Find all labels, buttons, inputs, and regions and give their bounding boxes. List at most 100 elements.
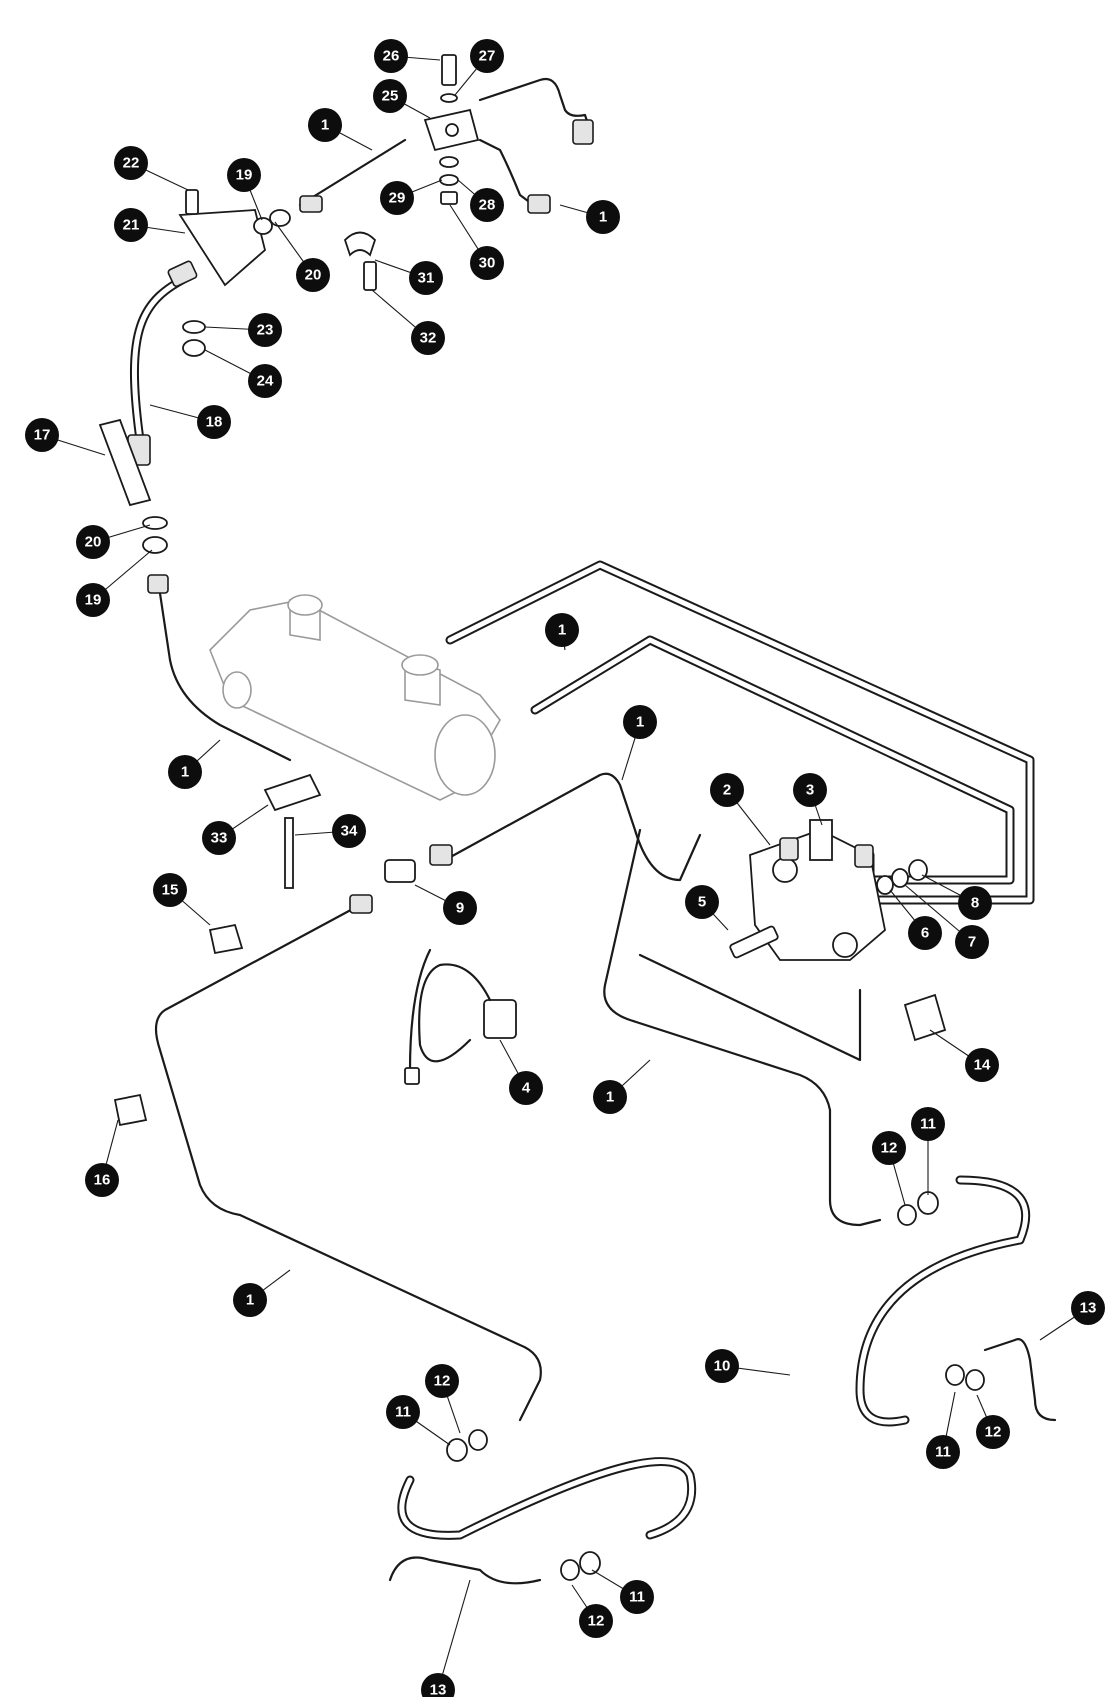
callout-circle — [872, 1131, 906, 1165]
callout-13: 13 — [1071, 1291, 1105, 1325]
callout-number: 24 — [257, 373, 274, 390]
callout-29: 29 — [380, 181, 414, 215]
callout-number: 2 — [723, 782, 731, 799]
callout-circle — [411, 321, 445, 355]
callout-number: 19 — [236, 167, 253, 184]
callout-6: 6 — [908, 916, 942, 950]
callout-1: 1 — [168, 755, 202, 789]
callout-5: 5 — [685, 885, 719, 919]
pin-34 — [284, 817, 294, 889]
callout-1: 1 — [623, 705, 657, 739]
callout-number: 12 — [434, 1373, 451, 1390]
callout-number: 20 — [85, 534, 102, 551]
callout-circle — [374, 39, 408, 73]
pipe-center-upper — [443, 772, 702, 882]
callout-12: 12 — [579, 1604, 613, 1638]
valve-2 — [749, 819, 886, 961]
callout-number: 8 — [971, 895, 979, 912]
callout-33: 33 — [202, 821, 236, 855]
callout-number: 11 — [395, 1404, 411, 1421]
fitting-top-right — [572, 119, 594, 145]
callout-number: 15 — [162, 882, 179, 899]
pipe-long-second — [530, 635, 1015, 885]
connector-9 — [384, 859, 416, 883]
callout-circle — [114, 146, 148, 180]
callout-circle — [76, 583, 110, 617]
callout-number: 7 — [968, 934, 976, 951]
pipe-top-left — [298, 138, 407, 207]
callout-number: 5 — [698, 894, 706, 911]
pipe-top-right-lower — [478, 138, 542, 212]
pipe-13-right — [983, 1338, 1057, 1422]
callout-number: 11 — [935, 1444, 951, 1461]
callout-circle — [202, 821, 236, 855]
callout-8: 8 — [958, 886, 992, 920]
clip-33 — [263, 773, 322, 812]
callout-circle — [926, 1435, 960, 1469]
callout-number: 1 — [321, 117, 329, 134]
callout-number: 32 — [420, 330, 437, 347]
callout-circle — [509, 1071, 543, 1105]
callout-circle — [620, 1580, 654, 1614]
callout-30: 30 — [470, 246, 504, 280]
callout-circle — [380, 181, 414, 215]
callout-22: 22 — [114, 146, 148, 180]
callout-1: 1 — [586, 200, 620, 234]
callout-number: 23 — [257, 322, 274, 339]
callout-circle — [710, 773, 744, 807]
bolt-5 — [729, 925, 779, 959]
pipe-left-long — [154, 903, 542, 1422]
callout-number: 30 — [479, 255, 496, 272]
callout-27: 27 — [470, 39, 504, 73]
callout-19: 19 — [76, 583, 110, 617]
callout-circle — [1071, 1291, 1105, 1325]
callout-10: 10 — [705, 1349, 739, 1383]
pipe-left-vertical — [156, 578, 292, 762]
callout-number: 1 — [599, 209, 607, 226]
washer-7 — [891, 868, 909, 888]
callout-number: 14 — [974, 1057, 991, 1074]
callout-11: 11 — [620, 1580, 654, 1614]
callout-number: 12 — [881, 1140, 898, 1157]
callout-4: 4 — [509, 1071, 543, 1105]
small-fasteners — [142, 54, 459, 554]
callout-circle — [425, 1364, 459, 1398]
pipe-long-upper — [445, 560, 1035, 905]
callout-circle — [25, 418, 59, 452]
callout-number: 11 — [920, 1116, 936, 1133]
callout-circle — [227, 158, 261, 192]
callout-circle — [586, 200, 620, 234]
callout-number: 16 — [94, 1172, 111, 1189]
bracket-17 — [98, 418, 152, 507]
callout-23: 23 — [248, 313, 282, 347]
flexible-hose-upper — [127, 260, 198, 466]
callout-circle — [386, 1395, 420, 1429]
callout-number: 29 — [389, 190, 406, 207]
callout-26: 26 — [374, 39, 408, 73]
callout-number: 21 — [123, 217, 140, 234]
callout-12: 12 — [976, 1415, 1010, 1449]
callout-circle — [248, 313, 282, 347]
callout-18: 18 — [197, 405, 231, 439]
callout-14: 14 — [965, 1048, 999, 1082]
leader-line-13 — [437, 1579, 471, 1691]
callout-number: 1 — [606, 1089, 614, 1106]
callout-circle — [85, 1163, 119, 1197]
callout-number: 28 — [479, 197, 496, 214]
callout-circle — [623, 705, 657, 739]
pipe-center-down-right — [603, 828, 882, 1227]
callout-number: 1 — [558, 622, 566, 639]
callout-circle — [470, 39, 504, 73]
pipe-top-right-upper — [478, 77, 592, 132]
callout-circle — [579, 1604, 613, 1638]
callout-7: 7 — [955, 925, 989, 959]
callout-1: 1 — [593, 1080, 627, 1114]
callout-32: 32 — [411, 321, 445, 355]
pipe-13-left — [388, 1556, 542, 1585]
callout-circle — [443, 891, 477, 925]
callout-circle — [593, 1080, 627, 1114]
valve-switch-3 — [809, 819, 833, 861]
